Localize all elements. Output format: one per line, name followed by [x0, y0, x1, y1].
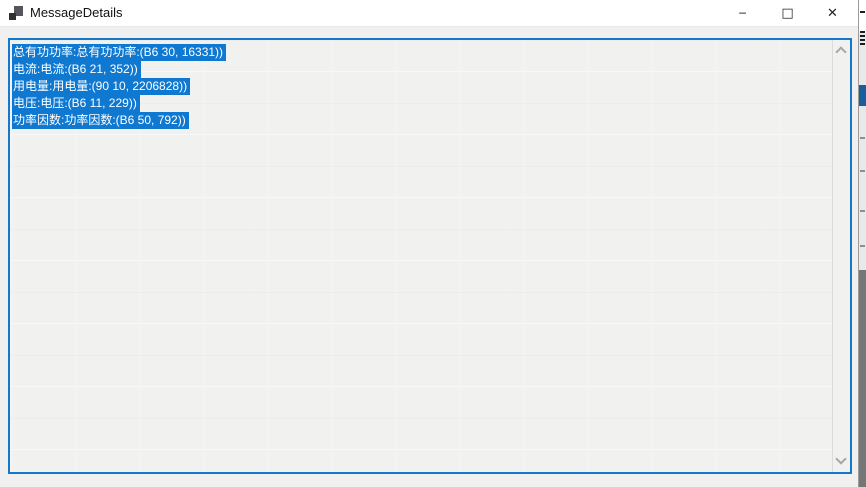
minimize-icon: ─	[739, 6, 746, 20]
message-row-text: 总有功功率:总有功功率:(B6 30, 16331))	[12, 44, 227, 61]
background-window-edge	[858, 0, 866, 487]
message-list[interactable]: 总有功功率:总有功功率:(B6 30, 16331)) 电流:电流:(B6 21…	[10, 40, 833, 472]
edge-mark	[860, 39, 865, 41]
app-icon	[9, 6, 24, 20]
edge-tick	[860, 170, 865, 172]
vertical-scrollbar[interactable]	[832, 40, 850, 472]
window-controls: ─ □ ✕	[720, 0, 855, 26]
message-row[interactable]: 用电量:用电量:(90 10, 2206828))	[12, 78, 833, 95]
maximize-button[interactable]: □	[765, 0, 810, 26]
message-details-panel: 总有功功率:总有功功率:(B6 30, 16331)) 电流:电流:(B6 21…	[8, 38, 852, 474]
scroll-up-button[interactable]	[833, 42, 850, 59]
window-title: MessageDetails	[30, 5, 123, 20]
scroll-down-icon	[835, 453, 847, 465]
message-row-text: 用电量:用电量:(90 10, 2206828))	[12, 78, 191, 95]
message-row[interactable]: 电压:电压:(B6 11, 229))	[12, 95, 833, 112]
message-row-text: 电流:电流:(B6 21, 352))	[12, 61, 141, 78]
app-icon-square-small	[9, 13, 16, 20]
edge-scroll-marker	[859, 85, 866, 106]
message-row[interactable]: 总有功功率:总有功功率:(B6 30, 16331))	[12, 44, 833, 61]
message-row-text: 功率因数:功率因数:(B6 50, 792))	[12, 112, 189, 129]
edge-mark	[860, 31, 865, 33]
maximize-icon: □	[781, 5, 794, 21]
minimize-button[interactable]: ─	[720, 0, 765, 26]
close-icon: ✕	[827, 5, 838, 21]
message-row[interactable]: 电流:电流:(B6 21, 352))	[12, 61, 833, 78]
close-button[interactable]: ✕	[810, 0, 855, 26]
edge-mark	[860, 11, 865, 13]
scroll-down-button[interactable]	[833, 453, 850, 470]
edge-tick	[860, 137, 865, 139]
edge-tick	[860, 210, 865, 212]
message-row[interactable]: 功率因数:功率因数:(B6 50, 792))	[12, 112, 833, 129]
edge-mark	[860, 43, 865, 45]
scroll-up-icon	[835, 46, 847, 58]
titlebar[interactable]: MessageDetails ─ □ ✕	[0, 0, 858, 27]
edge-mark	[860, 35, 865, 37]
message-row-text: 电压:电压:(B6 11, 229))	[12, 95, 140, 112]
app-icon-square-large	[14, 6, 23, 16]
edge-tick	[860, 245, 865, 247]
